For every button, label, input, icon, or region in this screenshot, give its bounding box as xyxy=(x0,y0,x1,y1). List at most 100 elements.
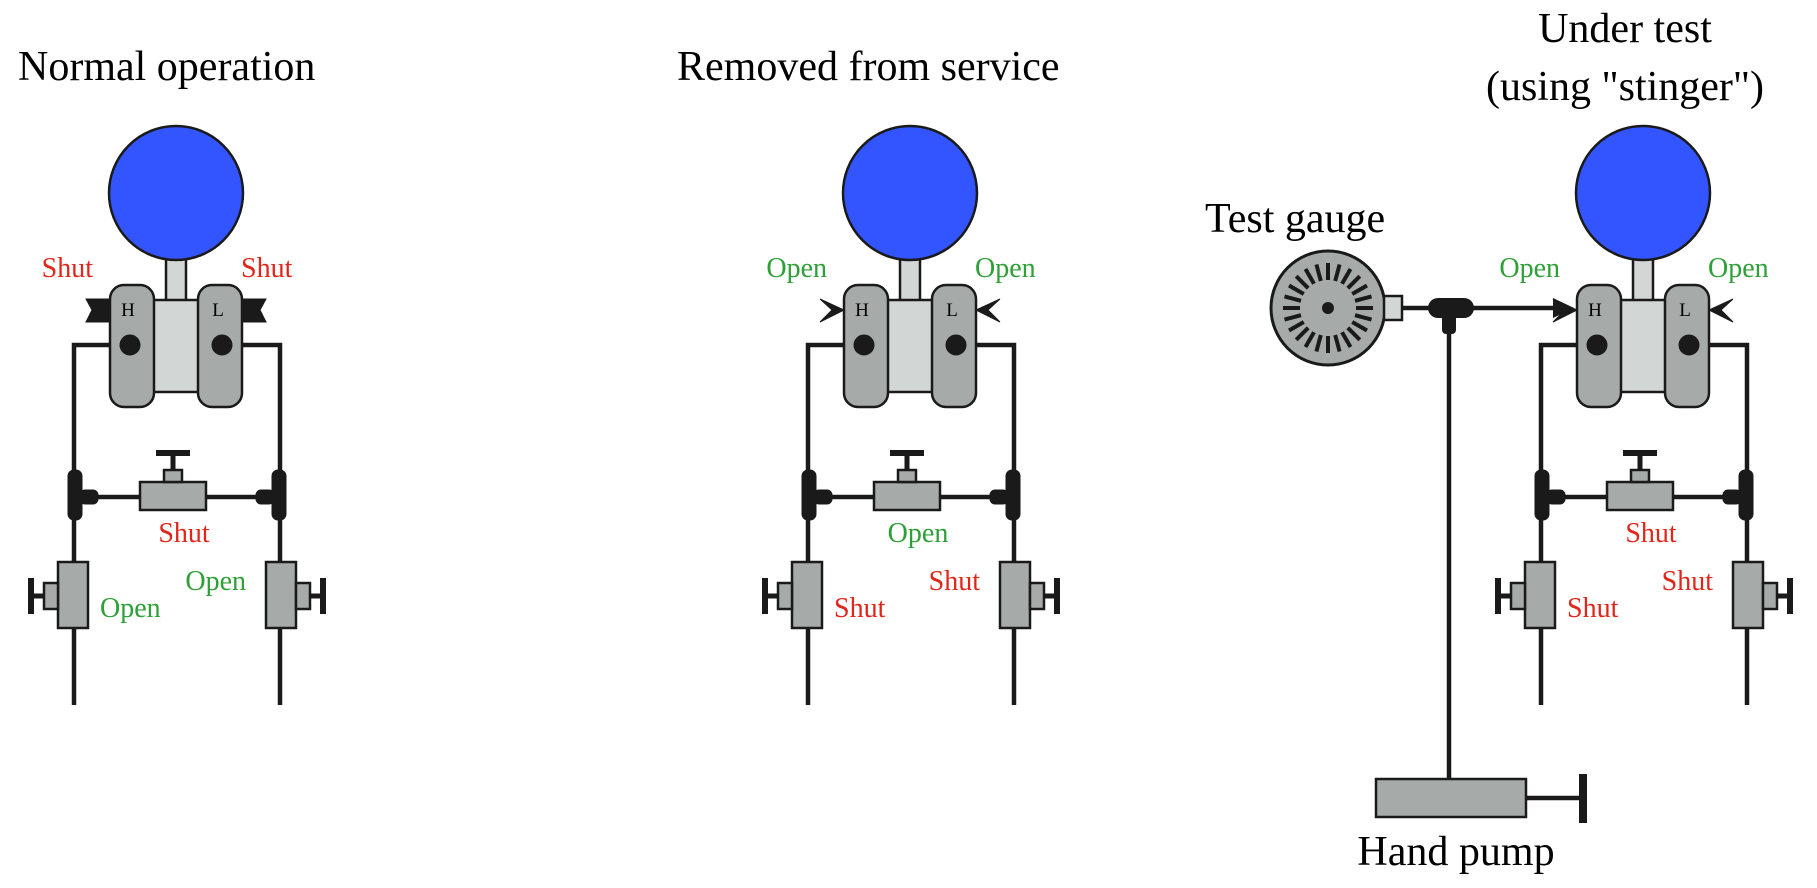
transmitter-neck xyxy=(1631,254,1655,304)
left-bleed-state-label: Shut xyxy=(1567,593,1619,624)
left-bleed-state-label: Shut xyxy=(834,593,886,624)
gauge-tick xyxy=(1354,294,1373,303)
low-port-label: L xyxy=(1679,300,1691,321)
gauge-tick xyxy=(1333,263,1342,282)
right-tee-branch xyxy=(989,489,1009,505)
left-tee-branch xyxy=(813,489,833,505)
right-bleed-state-label: Open xyxy=(185,566,246,597)
gauge-tick xyxy=(1346,274,1362,290)
low-port-label: L xyxy=(212,300,224,321)
right-bleed-valve-body xyxy=(264,560,298,630)
high-port-dot xyxy=(1586,334,1608,356)
low-block-valve-icon xyxy=(974,298,1001,323)
stinger-tip-icon xyxy=(1553,298,1574,318)
equalize-state-label: Shut xyxy=(1625,518,1677,549)
gauge-ticks xyxy=(1283,263,1373,353)
high-port-label: H xyxy=(121,300,135,321)
gauge-tick xyxy=(1283,294,1302,303)
panel-2-title: Removed from service xyxy=(677,44,1060,90)
high-port-dot xyxy=(119,334,141,356)
high-port-label: H xyxy=(1588,300,1602,321)
hand-pump-label: Hand pump xyxy=(1357,829,1554,875)
high-block-state-label: Open xyxy=(766,253,827,284)
panel-1-title: Normal operation xyxy=(18,44,315,90)
left-bleed-valve-bonnet xyxy=(776,581,794,611)
gauge-tick xyxy=(1340,331,1353,348)
right-bleed-valve-bonnet xyxy=(1028,581,1046,611)
low-port-label: L xyxy=(946,300,958,321)
gauge-tick xyxy=(1303,268,1316,285)
high-block-valve-icon xyxy=(85,298,111,323)
left-bleed-valve-bonnet xyxy=(42,581,60,611)
gauge-tick xyxy=(1283,313,1302,322)
right-bleed-valve-bonnet xyxy=(294,581,312,611)
transmitter-neck xyxy=(898,254,922,304)
left-bleed-valve-body xyxy=(1523,560,1557,630)
equalize-state-label: Open xyxy=(888,518,949,549)
high-port-dot xyxy=(853,334,875,356)
left-bleed-valve-bonnet xyxy=(1509,581,1527,611)
panel-3-title-line-2: (using "stinger") xyxy=(1486,64,1764,110)
right-bleed-state-label: Shut xyxy=(929,566,981,597)
right-tee-branch xyxy=(255,489,275,505)
low-block-state-label: Open xyxy=(1708,253,1769,284)
low-port-dot xyxy=(945,334,967,356)
hand-pump xyxy=(1374,774,1587,823)
right-bleed-valve-bonnet xyxy=(1761,581,1779,611)
high-block-state-label: Open xyxy=(1499,253,1560,284)
test-gauge xyxy=(1269,249,1574,780)
gauge-tick xyxy=(1333,334,1342,353)
gauge-pivot xyxy=(1322,302,1334,314)
pump-cylinder xyxy=(1374,777,1528,819)
left-tee-branch xyxy=(79,489,99,505)
gauge-tick xyxy=(1288,320,1305,333)
right-tee-branch xyxy=(1722,489,1742,505)
test-gauge-label: Test gauge xyxy=(1205,196,1385,242)
gauge-tick xyxy=(1354,313,1373,322)
gauge-tick xyxy=(1340,268,1353,285)
tee-branch xyxy=(1442,310,1456,334)
high-block-valve-icon xyxy=(819,298,846,323)
left-bleed-valve-body xyxy=(790,560,824,630)
high-block-state-label: Shut xyxy=(42,253,94,284)
gauge-tick xyxy=(1314,263,1323,282)
right-bleed-state-label: Shut xyxy=(1662,566,1714,597)
right-bleed-valve-body xyxy=(998,560,1032,630)
high-port-label: H xyxy=(855,300,869,321)
gauge-tick xyxy=(1294,326,1310,342)
low-port-dot xyxy=(1678,334,1700,356)
equalizing-valve-body xyxy=(872,480,942,512)
gauge-tick xyxy=(1346,326,1362,342)
gauge-tick xyxy=(1351,320,1368,333)
equalizing-valve-body xyxy=(1605,480,1675,512)
equalizing-valve-bonnet xyxy=(1629,468,1651,484)
right-bleed-valve-body xyxy=(1731,560,1765,630)
transmitter-head-icon xyxy=(107,124,245,262)
low-port-dot xyxy=(211,334,233,356)
gauge-tick xyxy=(1288,283,1305,296)
transmitter-neck xyxy=(164,254,188,304)
gauge-tick xyxy=(1294,274,1310,290)
gauge-tick xyxy=(1303,331,1316,348)
equalize-state-label: Shut xyxy=(158,518,210,549)
gauge-tick xyxy=(1351,283,1368,296)
equalizing-valve-body xyxy=(138,480,208,512)
transmitter-head-icon xyxy=(841,124,979,262)
panel-3-title-line-1: Under test xyxy=(1538,6,1712,52)
gauge-stem xyxy=(1382,294,1404,322)
equalizing-valve-bonnet xyxy=(162,468,184,484)
low-block-valve-icon xyxy=(1707,298,1734,323)
low-block-state-label: Open xyxy=(975,253,1036,284)
left-bleed-state-label: Open xyxy=(100,593,161,624)
low-block-state-label: Shut xyxy=(241,253,293,284)
transmitter-head-icon xyxy=(1574,124,1712,262)
left-bleed-valve-body xyxy=(56,560,90,630)
left-tee-branch xyxy=(1546,489,1566,505)
low-block-valve-icon xyxy=(241,298,267,323)
gauge-tick xyxy=(1314,334,1323,353)
